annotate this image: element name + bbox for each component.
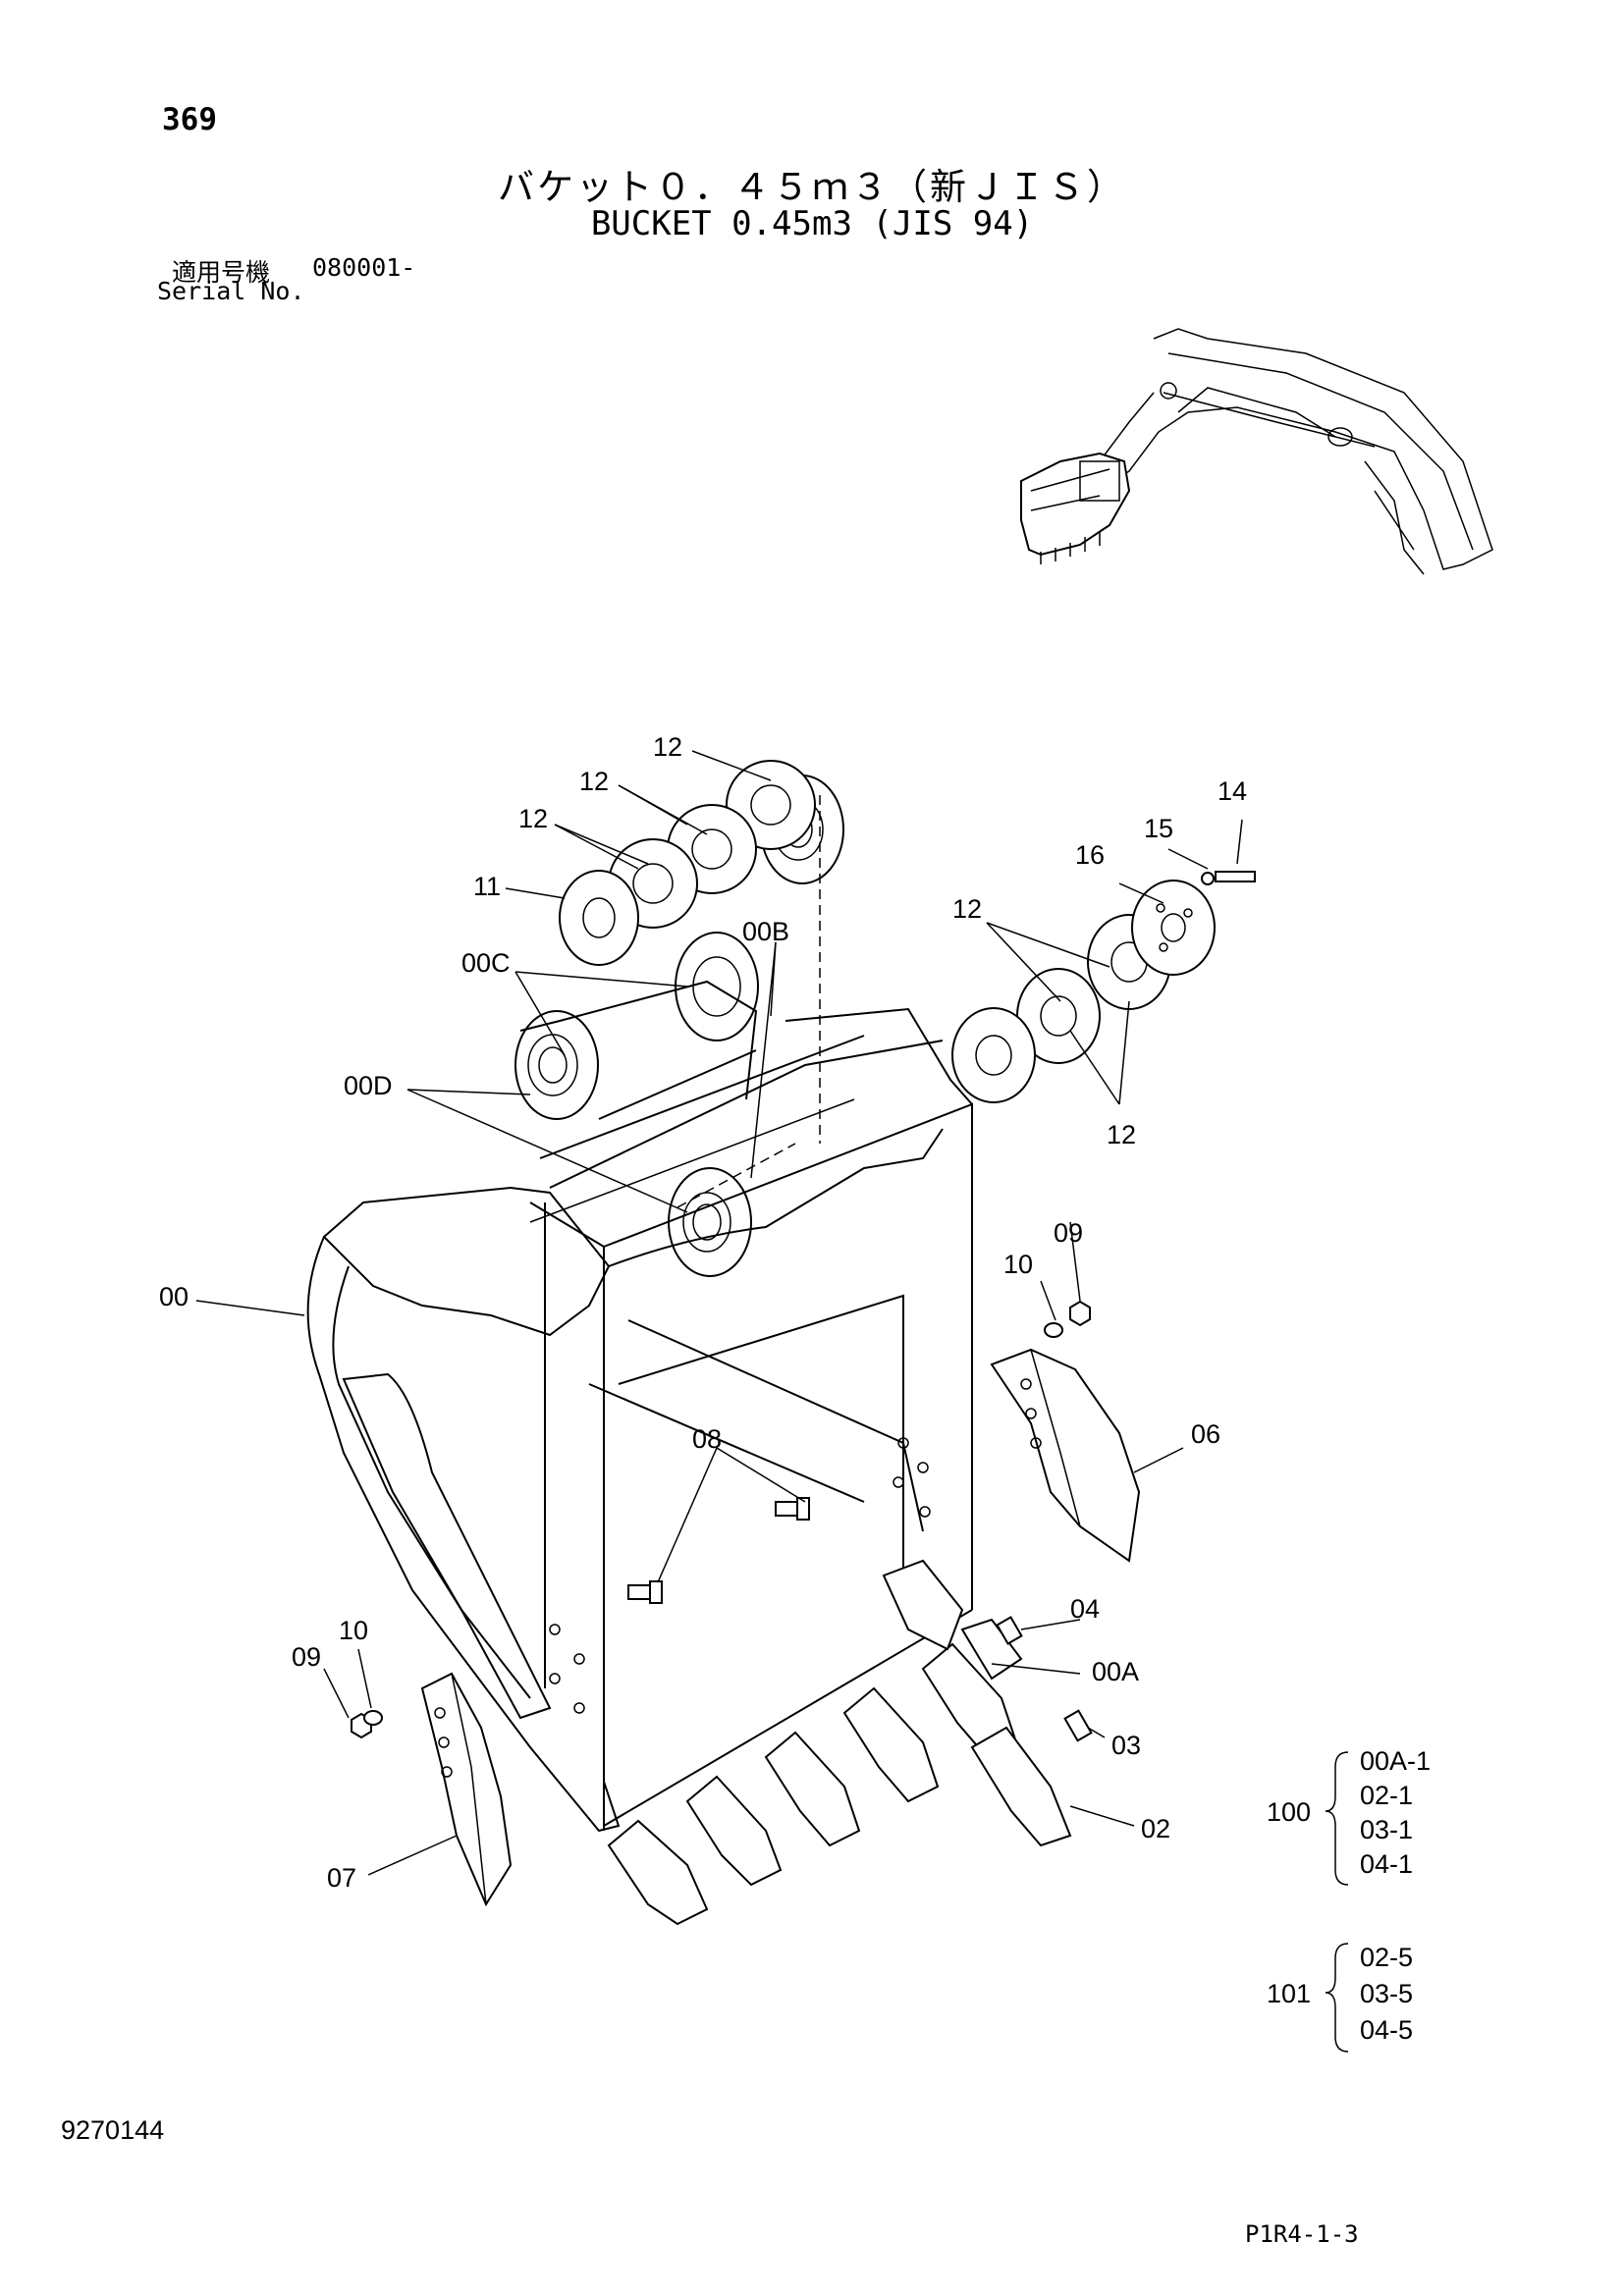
document-number: 9270144 <box>61 2115 165 2145</box>
callout-16: 16 <box>1075 840 1105 870</box>
callout-12a: 12 <box>653 732 682 762</box>
machine-overview-sketch <box>1020 328 1493 575</box>
kit-101-number: 101 <box>1267 1979 1311 2008</box>
callout-12e: 12 <box>1107 1120 1136 1149</box>
callout-00c: 00C <box>461 948 511 978</box>
leader-lines <box>195 750 1349 2053</box>
callout-00b: 00B <box>742 917 789 946</box>
callout-00a: 00A <box>1092 1657 1139 1686</box>
fasteners <box>351 1300 1091 1739</box>
serial-value: 080001- <box>312 253 416 282</box>
callout-10-left: 10 <box>339 1616 368 1645</box>
callout-03: 03 <box>1111 1731 1141 1760</box>
serial-label-japanese: 適用号機 <box>172 258 271 287</box>
kit-101-item: 03-5 <box>1360 1979 1413 2008</box>
side-cutters <box>420 1348 1141 1907</box>
callout-04: 04 <box>1070 1594 1100 1624</box>
kit-100-item: 02-1 <box>1360 1781 1413 1810</box>
callout-09-right: 09 <box>1054 1218 1083 1248</box>
title-english: BUCKET 0.45m3 (JIS 94) <box>590 204 1034 243</box>
callout-15: 15 <box>1144 814 1173 843</box>
kit-100-item: 00A-1 <box>1360 1746 1431 1776</box>
title-japanese: バケット０．４５ｍ３（新ＪＩＳ） <box>498 166 1126 208</box>
bucket-teeth <box>607 1559 1093 1926</box>
kit-100-item: 04-1 <box>1360 1849 1413 1879</box>
serial-label-english: Serial No. <box>157 277 305 305</box>
kit-100: 100 00A-1 02-1 03-1 04-1 <box>1267 1746 1431 1879</box>
callout-11: 11 <box>473 872 501 901</box>
kit-100-item: 03-1 <box>1360 1815 1413 1844</box>
callout-00: 00 <box>159 1282 189 1311</box>
callout-09-left: 09 <box>292 1642 321 1672</box>
callout-06: 06 <box>1191 1419 1220 1449</box>
callout-12b: 12 <box>579 767 609 796</box>
callout-12c: 12 <box>518 804 548 833</box>
kit-100-number: 100 <box>1267 1797 1311 1827</box>
callout-07: 07 <box>327 1863 356 1893</box>
page-code: P1R4-1-3 <box>1245 2220 1359 2248</box>
shim-washers <box>559 760 1256 1103</box>
callout-14: 14 <box>1218 776 1247 806</box>
callout-10-right: 10 <box>1003 1250 1033 1279</box>
callout-00d: 00D <box>344 1071 393 1100</box>
kit-101-item: 02-5 <box>1360 1943 1413 1972</box>
kit-101-item: 04-5 <box>1360 2015 1413 2045</box>
callout-12d: 12 <box>952 894 982 924</box>
kit-101: 101 02-5 03-5 04-5 <box>1267 1943 1413 2045</box>
page-number: 369 <box>162 102 217 137</box>
callout-02: 02 <box>1141 1814 1170 1843</box>
callout-labels: 12 12 12 11 00C 00B 00D 00 14 15 16 12 1… <box>159 732 1247 1893</box>
callout-08: 08 <box>692 1424 722 1454</box>
bucket-body <box>306 795 973 1833</box>
